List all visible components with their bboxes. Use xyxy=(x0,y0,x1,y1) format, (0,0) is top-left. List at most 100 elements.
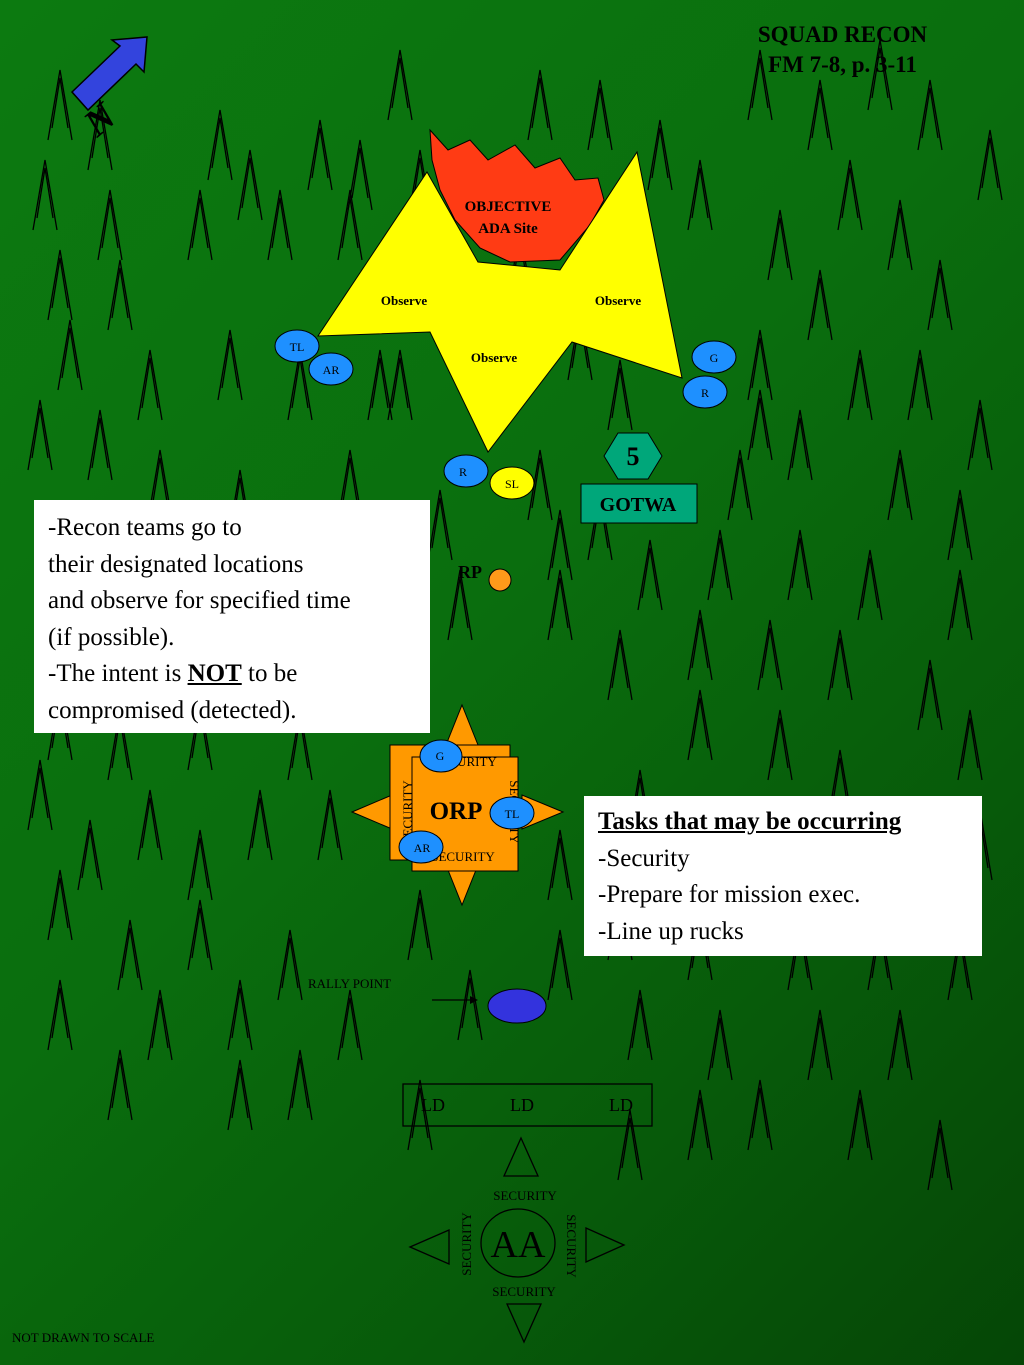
tree-symbol xyxy=(137,789,163,861)
tree-symbol xyxy=(927,259,953,331)
tree-symbol-inner xyxy=(151,997,169,1049)
tree-symbol xyxy=(607,359,633,431)
tree-symbol xyxy=(97,189,123,261)
title-line1: SQUAD RECON xyxy=(757,22,928,47)
tree-symbol xyxy=(57,319,83,391)
tree-symbol xyxy=(407,1079,433,1151)
recon-line2: their designated locations xyxy=(48,550,304,578)
aa-circle xyxy=(480,1208,556,1278)
tree-symbol-inner xyxy=(51,257,69,309)
tree-symbol-inner xyxy=(861,557,879,609)
orp-marker-ar-label: AR xyxy=(414,841,431,855)
recon-line4: (if possible). xyxy=(48,623,175,651)
tree-symbol xyxy=(747,329,773,401)
tasks-item-3: -Line up rucks xyxy=(598,917,744,945)
tree-symbol xyxy=(237,149,263,221)
tree-symbol xyxy=(217,329,243,401)
tree-symbol xyxy=(187,899,213,971)
tree-symbol-inner xyxy=(971,407,989,459)
tree-symbol xyxy=(867,39,893,111)
tree-symbol-inner xyxy=(391,57,409,109)
tree-symbol xyxy=(787,409,813,481)
tree-symbol-inner xyxy=(191,907,209,959)
tree-symbol xyxy=(87,99,113,171)
tree-symbol xyxy=(907,349,933,421)
tree-symbol-inner xyxy=(51,987,69,1039)
tree-symbol-inner xyxy=(961,717,979,769)
marker-tl: TL xyxy=(274,329,320,363)
tree-symbol-inner xyxy=(891,1017,909,1069)
tree-symbol xyxy=(647,119,673,191)
tasks-item-2: -Prepare for mission exec. xyxy=(598,881,861,908)
tree-symbol xyxy=(827,629,853,701)
tree-symbol xyxy=(547,569,573,641)
orp-marker-ar xyxy=(398,830,444,864)
recon-line3: and observe for specified time xyxy=(48,587,351,614)
tree-symbol-inner xyxy=(141,797,159,849)
tree-symbol-inner xyxy=(91,107,109,159)
title-line2: FM 7-8, p. 3-11 xyxy=(768,52,917,77)
tree-symbol xyxy=(767,209,793,281)
observe-sector-area xyxy=(317,150,683,453)
tree-symbol-inner xyxy=(711,537,729,589)
tree-symbol-inner xyxy=(751,397,769,449)
tree-symbol xyxy=(387,49,413,121)
ld-label-1: LD xyxy=(421,1095,445,1115)
tree-symbol xyxy=(337,189,363,261)
tree-symbol xyxy=(837,159,863,231)
orp-security-bottom: SECURITY xyxy=(431,849,495,864)
rally-point-label: RALLY POINT xyxy=(308,976,392,991)
marker-g: G xyxy=(691,340,737,374)
tree-symbol-inner xyxy=(91,417,109,469)
phase-number: 5 xyxy=(627,442,640,471)
tree-symbol xyxy=(887,1009,913,1081)
objective-label-line1: OBJECTIVE xyxy=(465,199,552,215)
tree-symbol xyxy=(547,929,573,1001)
tree-symbol-inner xyxy=(651,127,669,179)
tree-symbol-inner xyxy=(751,1087,769,1139)
north-arrow: N xyxy=(70,36,148,146)
tree-symbols xyxy=(27,39,1003,1191)
tree-symbol xyxy=(277,929,303,1001)
tree-symbol xyxy=(32,159,58,231)
tree-symbol-inner xyxy=(771,217,789,269)
tree-symbol xyxy=(187,829,213,901)
tree-symbol-inner xyxy=(211,117,229,169)
tree-symbol-inner xyxy=(291,1057,309,1109)
tree-symbol-inner xyxy=(551,577,569,629)
orp-marker-g-label: G xyxy=(436,749,445,763)
tree-symbol-inner xyxy=(141,357,159,409)
ld-box xyxy=(402,1083,653,1127)
tree-symbol-inner xyxy=(691,167,709,219)
tree-symbol xyxy=(857,549,883,621)
tree-symbol-inner xyxy=(851,357,869,409)
orp-label: ORP xyxy=(430,798,483,825)
tree-symbol-inner xyxy=(311,127,329,179)
gotwa-label: GOTWA xyxy=(600,494,677,516)
tree-symbol-inner xyxy=(811,1017,829,1069)
tree-symbol xyxy=(457,969,483,1041)
orp-marker-tl xyxy=(489,796,535,830)
marker-sl: SL xyxy=(489,466,535,500)
aa-security-left: SECURITY xyxy=(459,1212,474,1276)
tree-symbol-inner xyxy=(451,577,469,629)
observe-label-center: Observe xyxy=(471,350,517,365)
tree-symbol-inner xyxy=(551,937,569,989)
tree-symbol xyxy=(47,69,73,141)
tree-symbol xyxy=(847,349,873,421)
tree-symbol xyxy=(227,979,253,1051)
tree-symbol-inner xyxy=(101,197,119,249)
tree-symbol-inner xyxy=(531,457,549,509)
tree-symbol-inner xyxy=(931,267,949,319)
objective-label-line2: ADA Site xyxy=(478,221,538,237)
tree-symbol xyxy=(147,449,173,521)
tree-symbol xyxy=(957,709,983,781)
tree-symbol xyxy=(977,129,1003,201)
marker-ar: AR xyxy=(308,352,354,386)
rp-label: RP xyxy=(458,562,482,582)
tasks-heading: Tasks that may be occurring xyxy=(598,808,902,835)
tree-symbol-inner xyxy=(121,927,139,979)
tree-symbol-inner xyxy=(341,997,359,1049)
marker-g-label: G xyxy=(710,351,719,365)
tree-symbol-inner xyxy=(711,1017,729,1069)
